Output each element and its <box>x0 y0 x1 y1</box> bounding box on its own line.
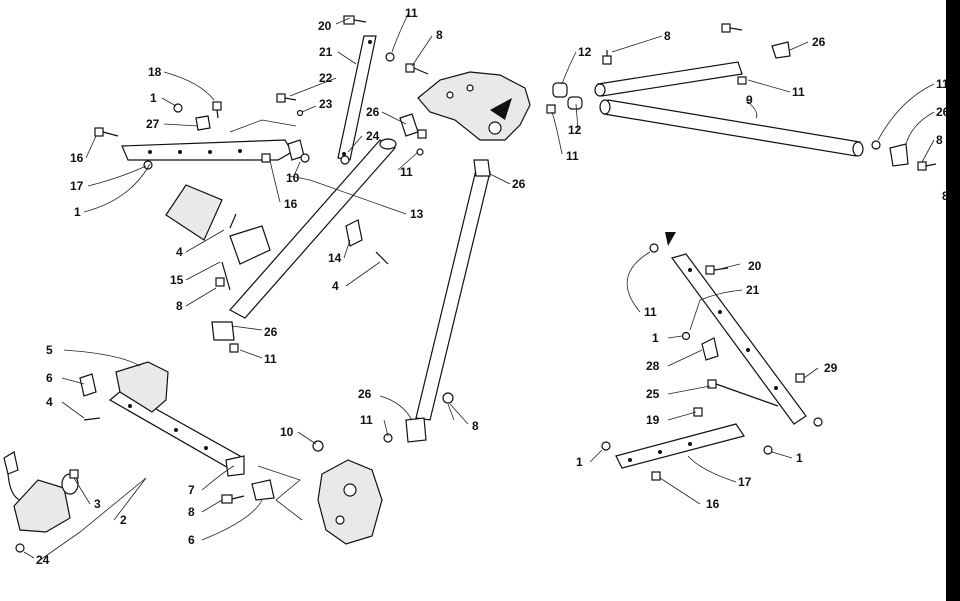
upper-bracket-21 <box>337 15 429 165</box>
callout-8d: 8 <box>936 133 943 147</box>
callout-1d: 1 <box>576 455 583 469</box>
callout-10: 10 <box>286 171 300 185</box>
callout-11: 11 <box>405 6 418 20</box>
right-bracket-21 <box>649 232 823 427</box>
callout-19: 19 <box>646 413 660 427</box>
right-lower-bracket-17 <box>601 407 773 481</box>
callout-4c: 4 <box>46 395 53 409</box>
motor-assembly <box>3 451 79 553</box>
callout-9: 9 <box>746 93 753 107</box>
callout-23: 23 <box>319 97 333 111</box>
callout-26: 26 <box>366 105 380 119</box>
callout-27: 27 <box>146 117 160 131</box>
upper-tube-bars <box>594 61 864 157</box>
lower-center-frame-bracket <box>312 440 383 545</box>
callout-21b: 21 <box>746 283 760 297</box>
callout-25: 25 <box>646 387 660 401</box>
callout-10b: 10 <box>280 425 294 439</box>
callout-21: 21 <box>319 45 333 59</box>
callout-18: 18 <box>148 65 162 79</box>
center-post-hardware <box>383 129 454 443</box>
callout-11e: 11 <box>792 85 805 99</box>
upper-left-bracket <box>94 93 310 170</box>
callout-1c: 1 <box>652 331 659 345</box>
callout-4: 4 <box>176 245 183 259</box>
callout-6: 6 <box>46 371 53 385</box>
callout-26d: 26 <box>512 177 526 191</box>
control-module <box>165 184 271 353</box>
callout-11h: 11 <box>644 305 657 319</box>
callout-8f: 8 <box>188 505 195 519</box>
callout-29: 29 <box>824 361 838 375</box>
callout-15: 15 <box>170 273 184 287</box>
callout-2: 2 <box>120 513 127 527</box>
callout-14: 14 <box>328 251 342 265</box>
callout-24b: 24 <box>36 553 50 567</box>
callout-26b: 26 <box>264 325 278 339</box>
callout-26f: 26 <box>358 387 372 401</box>
window-edge-bar <box>946 0 960 601</box>
callout-11c: 11 <box>264 352 277 366</box>
callout-17b: 17 <box>738 475 752 489</box>
callout-12b: 12 <box>568 123 582 137</box>
callout-22: 22 <box>319 71 333 85</box>
callout-4b: 4 <box>332 279 339 293</box>
steering-mount-plate <box>417 71 531 141</box>
callout-6b: 6 <box>188 533 195 547</box>
callout-11b: 11 <box>400 165 413 179</box>
callout-17: 17 <box>70 179 84 193</box>
leader-lines <box>23 13 935 561</box>
callout-8: 8 <box>436 28 443 42</box>
callout-11d: 11 <box>566 149 579 163</box>
callout-16b: 16 <box>284 197 298 211</box>
callout-8b: 8 <box>176 299 183 313</box>
callout-1e: 1 <box>796 451 803 465</box>
callout-1: 1 <box>150 91 157 105</box>
callout-13: 13 <box>410 207 424 221</box>
callout-20b: 20 <box>748 259 762 273</box>
lower-left-crossbar <box>79 361 275 504</box>
callout-28: 28 <box>646 359 660 373</box>
callout-7: 7 <box>188 483 195 497</box>
callout-8e: 8 <box>472 419 479 433</box>
bushing-parts-top-right <box>546 23 937 171</box>
callout-8c: 8 <box>664 29 671 43</box>
callout-12: 12 <box>578 45 592 59</box>
callout-24: 24 <box>366 129 380 143</box>
callout-3: 3 <box>94 497 101 511</box>
callout-11f: 11 <box>936 77 949 91</box>
callout-26c: 26 <box>812 35 826 49</box>
callout-16: 16 <box>70 151 84 165</box>
vertical-steering-post <box>405 159 491 443</box>
diagonal-steering-tube <box>211 113 419 341</box>
callout-1b: 1 <box>74 205 81 219</box>
clip-14 <box>345 219 389 265</box>
callout-16c: 16 <box>706 497 720 511</box>
callout-11g: 11 <box>360 413 373 427</box>
callout-5: 5 <box>46 343 53 357</box>
callout-8g: 8 <box>942 189 949 203</box>
callout-20: 20 <box>318 19 332 33</box>
callout-labels: 20 11 8 21 22 23 24 26 18 1 27 16 17 1 1… <box>36 6 950 567</box>
